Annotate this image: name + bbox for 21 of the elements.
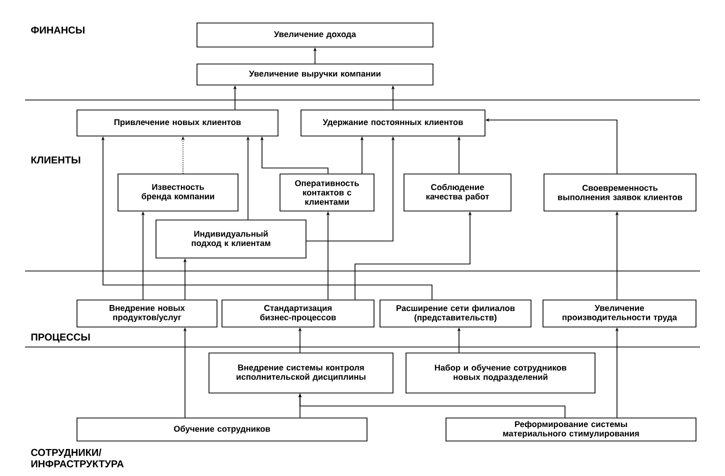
process-box: Внедрение новых продуктов/услуг [76, 300, 218, 328]
process-box: Расширение сети филиалов (представительств) [380, 300, 532, 328]
process-box: Индивидуальный подход к клиентам [156, 220, 306, 258]
process-box: Привлечение новых клиентов [76, 110, 278, 136]
section-label: СОТРУДНИКИ/ ИНФРАСТРУКТУРА [31, 448, 124, 468]
process-box: Стандартизация бизнес-процессов [222, 300, 374, 328]
process-box: Обучение сотрудников [76, 418, 368, 442]
process-box: Увеличение дохода [196, 22, 434, 48]
process-box: Увеличение производительности труда [542, 300, 696, 328]
process-box: Реформирование системы материального стимулирования [446, 418, 696, 442]
process-box: Соблюдение качества работ [404, 174, 512, 212]
process-box: Внедрение системы контроля исполнительской дисциплины [208, 352, 394, 394]
section-label: ПРОЦЕССЫ [31, 334, 90, 342]
process-box: Оперативность контактов с клиентами [280, 174, 374, 212]
process-box: Удержание постоянных клиентов [300, 110, 486, 136]
process-box: Своевременность выполнения заявок клиентов [544, 174, 696, 212]
process-box: Известность бренда компании [118, 174, 238, 212]
section-label: ФИНАНСЫ [31, 26, 84, 34]
process-box: Увеличение выручки компании [196, 64, 434, 86]
section-label: КЛИЕНТЫ [31, 156, 80, 164]
process-box: Набор и обучение сотрудников новых подразделений [406, 352, 596, 394]
